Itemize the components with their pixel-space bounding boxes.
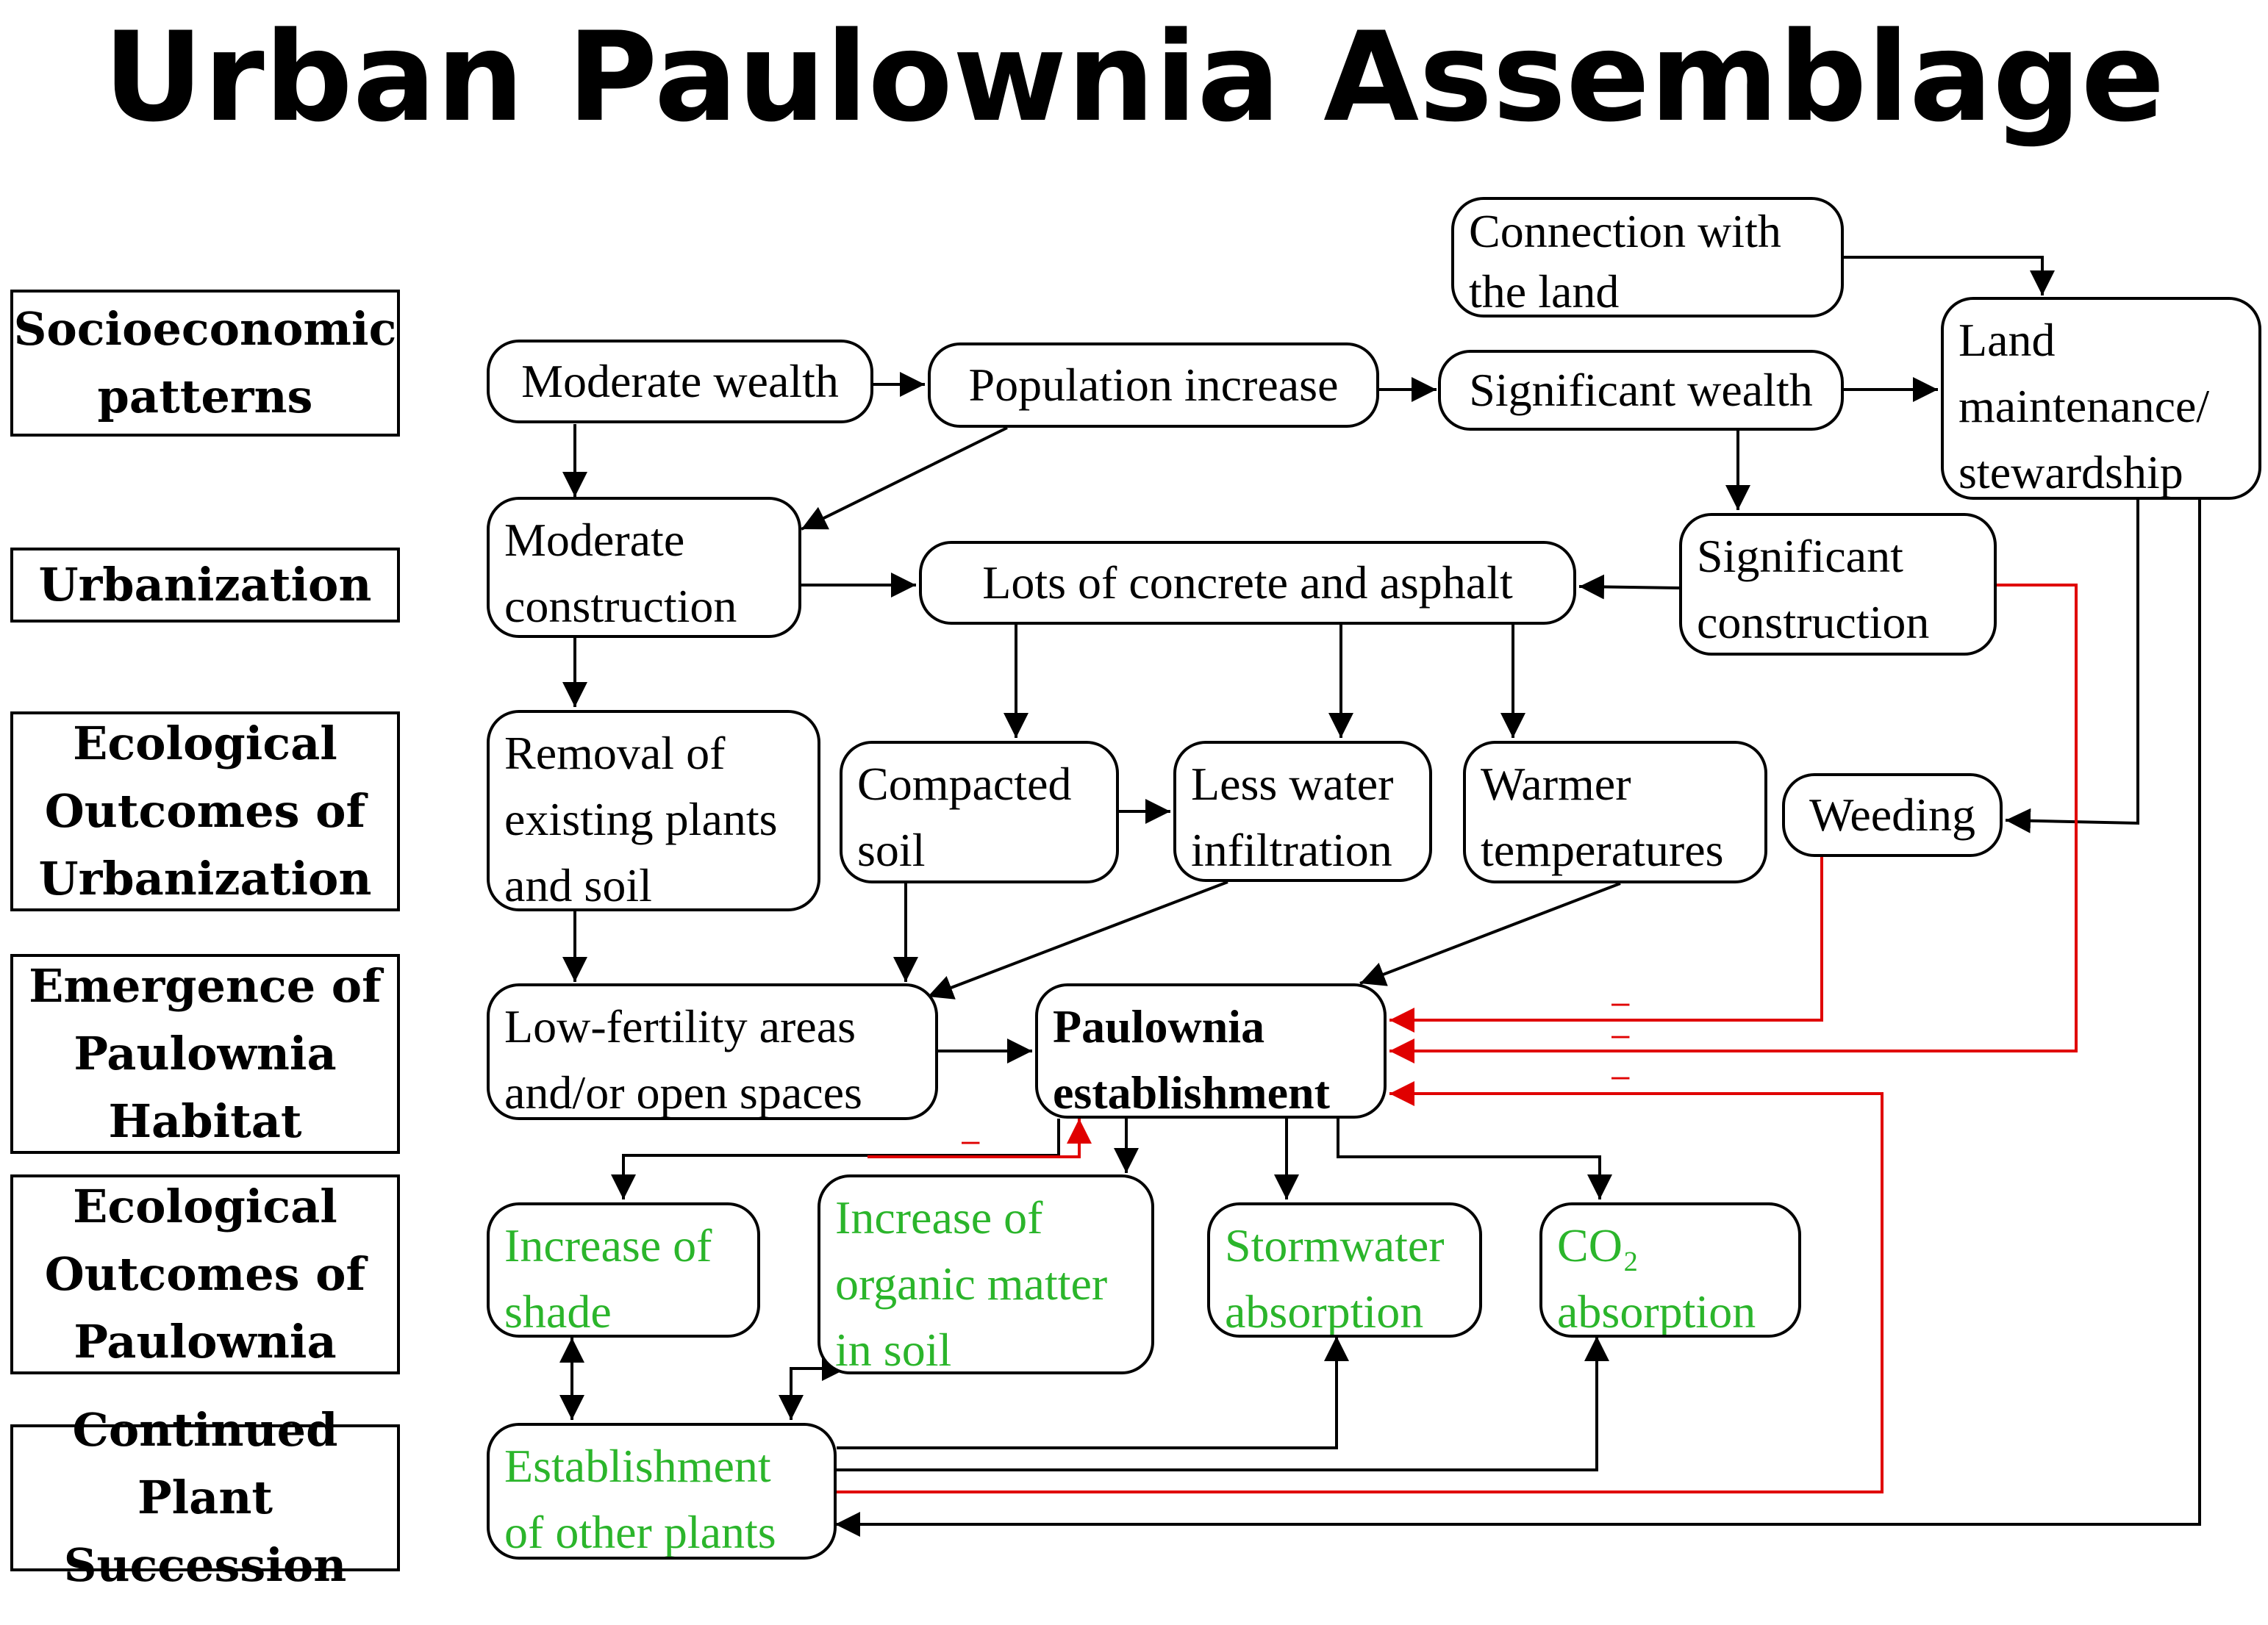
arrow-population-to-moderate-construction [801, 426, 1008, 531]
node-concrete-and-asphalt: Lots of concrete and asphalt [919, 541, 1576, 625]
inhibition-label-organic-matter: – [962, 1122, 980, 1158]
arrow-warmer-to-paulownia [1359, 882, 1621, 986]
node-connection-with-the-land: Connection with the land [1451, 197, 1844, 318]
category-emergence-paulownia-habitat: Emergence of Paulownia Habitat [10, 954, 400, 1154]
inhibition-significant-construction-to-paulownia [1389, 584, 2078, 1063]
category-ecological-outcomes-urbanization: Ecological Outcomes of Urbanization [10, 711, 400, 911]
arrow-other-plants-to-co2 [837, 1336, 1609, 1471]
arrow-paulownia-to-co2 [1337, 1119, 1612, 1199]
node-less-water-infiltration: Less water infiltration [1173, 741, 1432, 882]
node-significant-wealth: Significant wealth [1438, 350, 1844, 431]
node-increase-of-organic-matter: Increase of organic matter in soil [818, 1174, 1154, 1374]
inhibition-weeding-to-paulownia [1389, 857, 1823, 1033]
node-low-fertility-areas: Low-fertility areas and/or open spaces [487, 983, 938, 1120]
node-paulownia-establishment: Paulownia establishment [1035, 983, 1387, 1119]
inhibition-label-significant-construction: – [1611, 1016, 1630, 1052]
node-stormwater-absorption: Stormwater absorption [1207, 1202, 1482, 1338]
node-land-maintenance-stewardship: Land maintenance/ stewardship [1941, 297, 2261, 500]
arrow-less-water-to-low-fertility [927, 880, 1228, 1000]
arrow-paulownia-to-shade [611, 1119, 1060, 1199]
arrow-land-maintenance-to-other-plants [835, 500, 2201, 1537]
node-moderate-wealth: Moderate wealth [487, 340, 873, 423]
diagram-title: Urban Paulownia Assemblage [103, 5, 2165, 149]
category-urbanization: Urbanization [10, 548, 400, 623]
category-continued-plant-succession: Continued Plant Succession [10, 1403, 400, 1592]
node-increase-of-shade: Increase of shade [487, 1202, 760, 1338]
inhibition-label-weeding: – [1611, 984, 1630, 1020]
node-compacted-soil: Compacted soil [840, 741, 1119, 883]
node-weeding: Weeding [1782, 773, 2003, 857]
category-socioeconomic-patterns: Socioeconomic patterns [10, 290, 400, 437]
arrow-land-maintenance-to-weeding [2005, 500, 2139, 833]
arrow-significant-construction-to-concrete [1578, 574, 1680, 600]
node-moderate-construction: Moderate construction [487, 497, 801, 638]
inhibition-organic-matter-to-paulownia [868, 1119, 1092, 1158]
node-significant-construction: Significant construction [1679, 513, 1997, 656]
arrow-other-plants-to-stormwater [837, 1336, 1349, 1449]
inhibition-label-other-plants: – [1611, 1058, 1630, 1094]
node-warmer-temperatures: Warmer temperatures [1463, 741, 1767, 883]
node-establishment-of-other-plants: Establishment of other plants [487, 1423, 837, 1560]
node-removal-of-existing-plants: Removal of existing plants and soil [487, 710, 820, 911]
category-ecological-outcomes-paulownia: Ecological Outcomes of Paulownia [10, 1174, 400, 1374]
arrow-organic-matter-other-plants-bidirectional [779, 1356, 847, 1420]
arrow-connection-to-land-maintenance [1844, 256, 2055, 295]
node-population-increase: Population increase [928, 342, 1379, 428]
node-co2-absorption: CO₂ absorption [1539, 1202, 1801, 1338]
inhibition-other-plants-to-paulownia [837, 1081, 1884, 1493]
